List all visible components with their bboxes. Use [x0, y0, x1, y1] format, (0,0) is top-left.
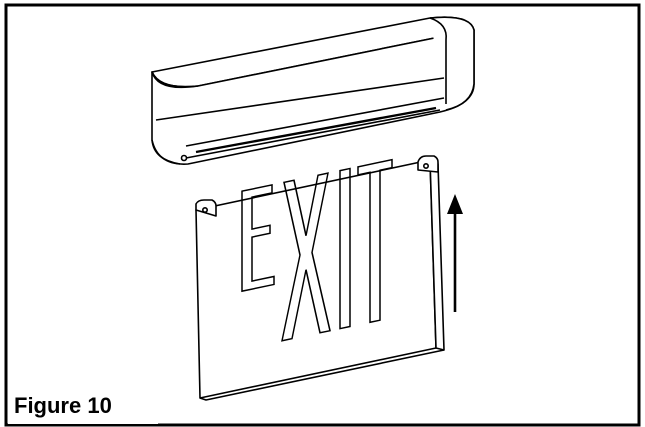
figure-border: [4, 3, 641, 427]
exit-sign-panel: [195, 155, 445, 401]
upward-arrow: [447, 194, 463, 312]
exit-lettering: [241, 158, 393, 342]
caption-background: [8, 388, 158, 424]
housing-canopy: [151, 16, 475, 165]
figure-caption: Figure 10: [14, 393, 112, 418]
